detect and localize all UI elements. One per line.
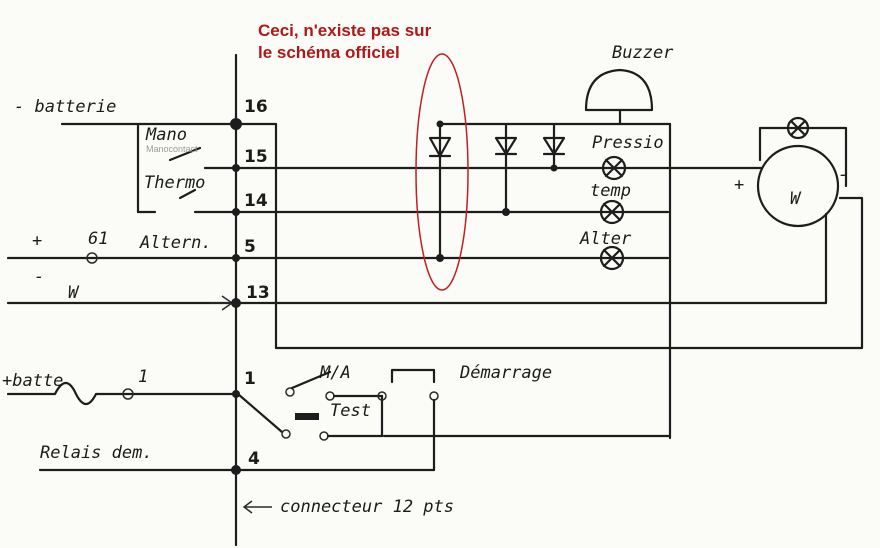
- ma-switch: [290, 370, 332, 390]
- buzzer-icon: [584, 68, 654, 112]
- label-relais: Relais dem.: [40, 443, 153, 463]
- lamp-alter-icon: [599, 245, 625, 271]
- node-13: [231, 298, 241, 308]
- dem-contact-2: [429, 391, 439, 401]
- pin-4: 4: [248, 449, 260, 469]
- mano-switch: [168, 146, 202, 162]
- node-15: [232, 164, 240, 172]
- label-mano: Mano: [145, 125, 187, 145]
- label-buzzer: Buzzer: [612, 43, 674, 63]
- label-plus: +: [32, 231, 42, 251]
- pin-13: 13: [246, 283, 270, 303]
- annotation-ellipse: [415, 53, 469, 291]
- pin-5: 5: [244, 237, 256, 257]
- label-ma: M/A: [319, 363, 351, 383]
- lamp-pression-icon: [601, 155, 627, 181]
- terminal-fuse: [122, 388, 134, 400]
- thermo-switch: [178, 188, 197, 200]
- annotation-line2: le schéma officiel: [258, 43, 400, 62]
- label-temp: temp: [590, 181, 631, 201]
- pin-16: 16: [244, 97, 268, 117]
- gauge-icon: [756, 144, 840, 228]
- label-batterie-neg: - batterie: [14, 97, 116, 117]
- gauge-lamp-wire: [758, 126, 848, 188]
- node-1: [232, 390, 240, 398]
- demarrage-button-icon: [390, 368, 436, 384]
- annotation-line1: Ceci, n'existe pas sur: [258, 21, 432, 40]
- ma-contact-2: [325, 391, 335, 401]
- label-thermo: Thermo: [144, 173, 205, 193]
- node-d1b: [436, 254, 444, 262]
- node-14: [232, 208, 240, 216]
- label-one-small: 1: [138, 367, 148, 387]
- ma-contact-1: [285, 387, 295, 397]
- node-d1: [436, 120, 444, 128]
- diode-1: [428, 136, 452, 158]
- pin-1: 1: [244, 369, 256, 389]
- label-minus: -: [34, 267, 44, 287]
- node-d3: [550, 164, 558, 172]
- node-16: [230, 118, 242, 130]
- test-contact-2: [319, 431, 329, 441]
- lamp-temp-icon: [599, 199, 625, 225]
- test-contact-1: [281, 429, 291, 439]
- label-motor-plus: +: [734, 175, 744, 195]
- node-d2: [502, 208, 510, 216]
- label-batterie-pos: +batte: [2, 371, 63, 391]
- wire-batterie-pos: [6, 381, 238, 406]
- terminal-g1: [86, 252, 98, 264]
- label-pression: Pressio: [592, 133, 664, 153]
- label-connecteur: connecteur 12 pts: [280, 497, 454, 517]
- wire-16-loop: [236, 122, 864, 350]
- dem-contact-1: [377, 391, 387, 401]
- test-button-icon: [295, 413, 319, 420]
- wire-to-test: [236, 392, 284, 434]
- label-w: W: [68, 283, 80, 303]
- label-motor-w: W: [790, 189, 802, 209]
- wire-13: [236, 212, 828, 305]
- node-4: [231, 465, 241, 475]
- label-alter-lamp: Alter: [579, 229, 632, 249]
- label-motor-minus: -: [838, 165, 848, 185]
- diode-3: [542, 136, 566, 156]
- arrow-w: [210, 295, 234, 311]
- connecteur-arrow: [242, 500, 272, 514]
- diode-2: [494, 136, 518, 156]
- label-test: Test: [330, 401, 371, 421]
- gauge-lamp-icon: [786, 116, 810, 140]
- label-alter: Altern.: [139, 233, 212, 253]
- label-mano-faint: Manocontact: [146, 144, 198, 154]
- label-g1: 61: [88, 229, 108, 249]
- pin-15: 15: [244, 147, 268, 167]
- label-demarrage: Démarrage: [459, 363, 552, 383]
- pin-14: 14: [244, 191, 268, 211]
- node-5: [232, 254, 240, 262]
